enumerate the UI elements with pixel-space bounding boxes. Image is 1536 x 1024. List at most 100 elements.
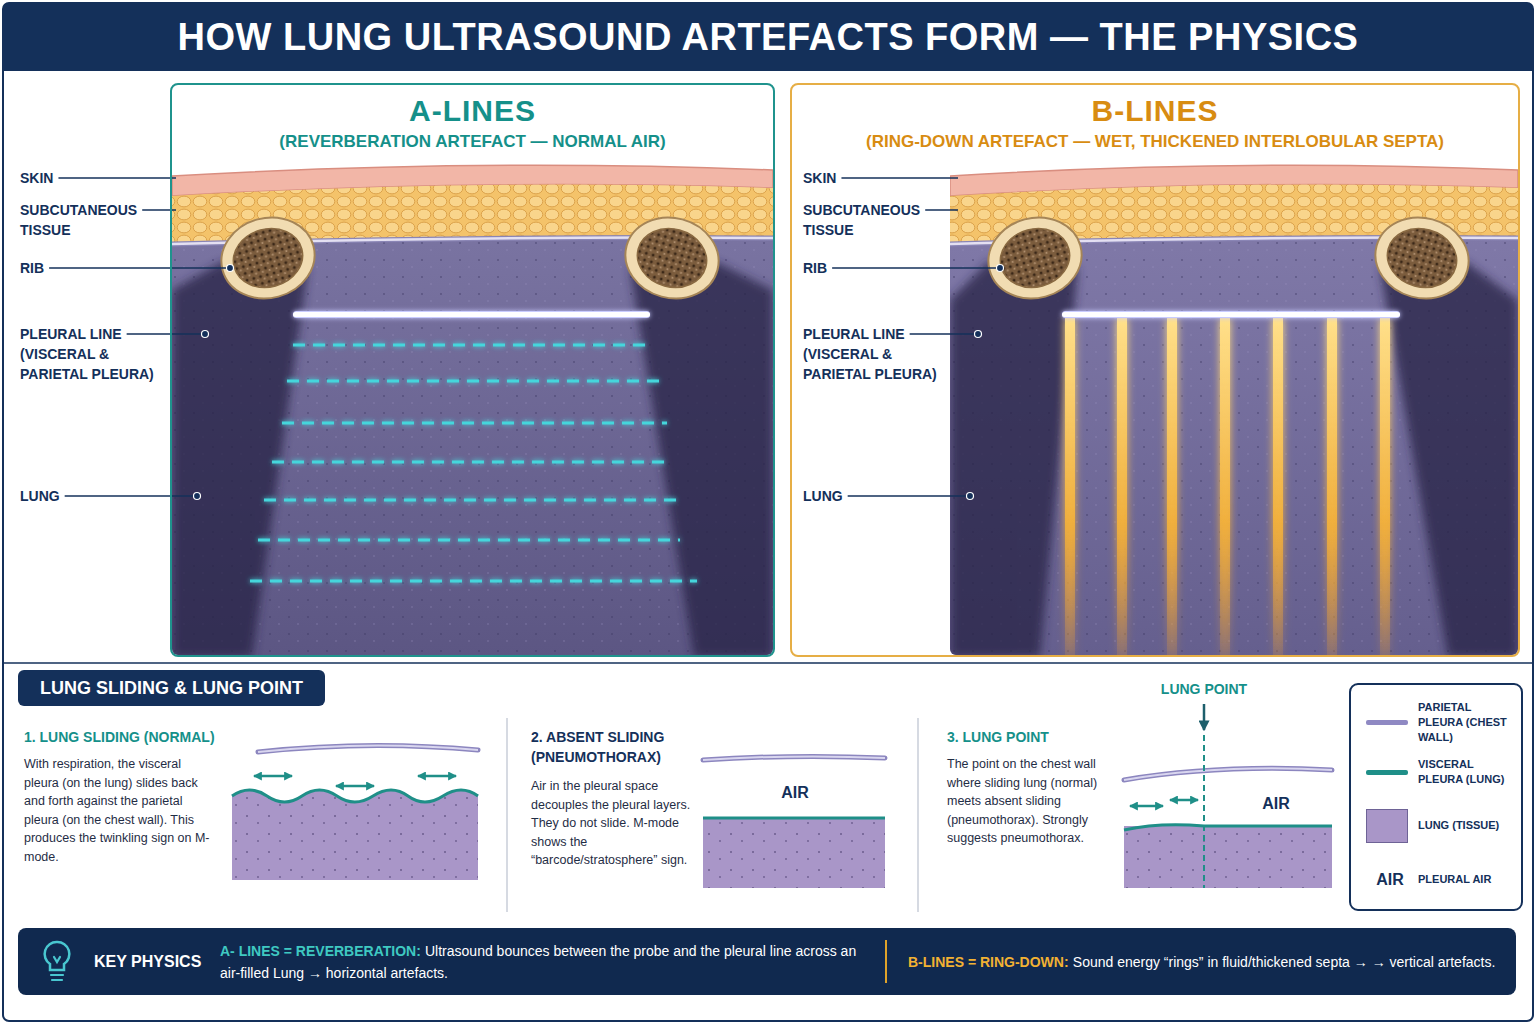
key-term: B-LINES = RING-DOWN: (908, 954, 1069, 970)
leader-dot (967, 493, 974, 500)
lung-point-illustration-part-part (1170, 799, 1198, 802)
anatomy-label: SUBCUTANEOUS TISSUE (803, 200, 943, 240)
leader-line (65, 495, 197, 496)
page-frame-part (3, 662, 1533, 664)
absent-sliding-illustration-part (703, 756, 885, 760)
sliding-illustration-part-part (418, 775, 456, 778)
legend-line-sample (1366, 720, 1408, 725)
legend-swatch (1366, 809, 1408, 843)
page-frame (3, 3, 1533, 1021)
sliding-illustration-part (258, 745, 478, 752)
air-label: AIR (781, 784, 809, 802)
legend-box (1350, 684, 1522, 910)
a-lines-illustration-part (293, 311, 650, 318)
lung-point-illustration-part (1124, 768, 1332, 780)
a-lines-illustration-part-part (293, 344, 652, 347)
absent-sliding-illustration (703, 756, 885, 888)
page-frame-part (3, 3, 1533, 71)
lung-point-illustration-part (1124, 826, 1332, 888)
sliding-illustration-part (254, 776, 456, 786)
legend-line-sample (1366, 770, 1408, 775)
section-heading: 2. ABSENT SLIDING (PNEUMOTHORAX) (531, 727, 696, 767)
a-lines-panel: A-LINES(REVERBERATION ARTEFACT — NORMAL … (170, 83, 775, 657)
b-lines-illustration-part-part (1117, 318, 1127, 655)
a-lines-illustration-part (616, 207, 728, 309)
a-lines-illustration-part-part (287, 380, 660, 383)
b-lines-illustration-part-part (1381, 221, 1464, 295)
a-lines-illustration-part-part (212, 207, 324, 309)
air-label: AIR (1262, 795, 1290, 813)
b-lines-illustration-part (1380, 262, 1518, 655)
legend-text: PARIETAL PLEURA (CHEST WALL) (1418, 700, 1518, 745)
key-term: A- LINES = REVERBERATION: (220, 943, 421, 959)
section-text: The point on the chest wall where slidin… (947, 755, 1112, 848)
section-text: With respiration, the visceral pleura (o… (24, 755, 219, 866)
section-badge: LUNG SLIDING & LUNG POINT (18, 670, 325, 706)
b-lines-illustration-part (1065, 318, 1390, 655)
leader-line (832, 267, 1000, 268)
lung-point-illustration-part (1203, 704, 1206, 730)
panel-subtitle: (RING-DOWN ARTEFACT — WET, THICKENED INT… (802, 131, 1508, 153)
legend-sample-text: AIR (1376, 871, 1404, 889)
b-lines-illustration-part (979, 207, 1091, 309)
key-physics-bar: A- LINES = REVERBERATION:Ultrasound boun… (18, 928, 1516, 995)
absent-sliding-illustration-part (703, 756, 885, 760)
leader-line (58, 177, 176, 178)
b-lines-illustration-part-part (1327, 318, 1337, 655)
anatomy-label: SUBCUTANEOUS TISSUE (20, 200, 160, 240)
sliding-illustration-part (232, 790, 478, 802)
anatomy-label: PLEURAL LINE (VISCERAL & PARIETAL PLEURA… (803, 324, 943, 384)
lung-point-illustration-part (1124, 825, 1332, 830)
b-lines-illustration-part (1062, 312, 1400, 317)
leader-line (910, 333, 978, 334)
leader-line (841, 177, 958, 178)
b-lines-illustration-part-part (994, 221, 1077, 295)
sliding-illustration-part (232, 790, 478, 880)
a-lines-illustration-part-part (282, 422, 667, 425)
leader-dot (202, 331, 209, 338)
key-text: Sound energy “rings” in fluid/thickened … (1073, 954, 1496, 970)
a-lines-illustration-part-part (250, 580, 697, 583)
a-lines-illustration-part-part (616, 207, 728, 309)
absent-sliding-illustration-part (703, 818, 885, 888)
b-lines-illustration-part (1062, 311, 1400, 318)
a-lines-illustration (172, 165, 773, 655)
lightbulb-icon (51, 957, 63, 980)
a-lines-illustration-part (250, 345, 697, 581)
column-divider-part (917, 718, 919, 912)
text-group: B-LINES = RING-DOWN:Sound energy “rings”… (908, 951, 1498, 973)
a-lines-illustration-part (212, 207, 324, 309)
leader-dot (997, 265, 1004, 272)
lightbulb-icon (40, 939, 74, 985)
panel-heading: A-LINES (172, 93, 773, 129)
lung-point-illustration-part (1130, 800, 1198, 806)
b-lines-illustration-part (950, 262, 1078, 655)
a-lines-illustration-part-part (272, 461, 672, 464)
a-lines-illustration-part (630, 262, 773, 655)
lung-point-illustration-part-part (1130, 805, 1163, 808)
bar-divider (885, 940, 887, 983)
a-lines-illustration-part-part (258, 539, 680, 542)
sliding-illustration-part (258, 745, 478, 752)
callout-label: LUNG POINT (1161, 681, 1247, 697)
anatomy-label: RIB (803, 258, 943, 278)
page-frame-part (3, 3, 1533, 1021)
lung-point-illustration-part (1203, 735, 1205, 888)
panel-subtitle: (REVERBERATION ARTEFACT — NORMAL AIR) (182, 131, 763, 153)
leader-line (49, 267, 230, 268)
b-lines-illustration (950, 165, 1518, 655)
lightbulb-icon (45, 941, 70, 969)
leader-dot (227, 265, 234, 272)
lung-point-illustration-part (1124, 768, 1332, 780)
b-lines-illustration-part-part (1273, 318, 1283, 655)
legend-text: VISCERAL PLEURA (LUNG) (1418, 757, 1518, 787)
anatomy-label: RIB (20, 258, 160, 278)
anatomy-label: SKIN (20, 168, 160, 188)
section-text: Air in the pleural space decouples the p… (531, 777, 699, 870)
leader-dot (975, 331, 982, 338)
b-lines-illustration-part-part (1220, 318, 1230, 655)
column-divider (507, 718, 918, 912)
